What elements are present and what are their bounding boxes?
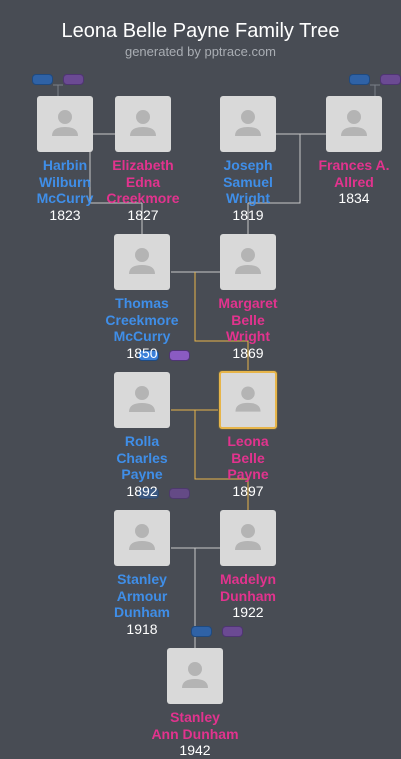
person-name-line: Frances A. [318, 157, 390, 173]
toggle-expand-left-maternal[interactable] [63, 74, 84, 85]
page-title: Leona Belle Payne Family Tree [61, 20, 340, 42]
avatar[interactable] [114, 234, 170, 290]
toggle-expand-stanley-ann-maternal[interactable] [222, 626, 243, 637]
birth-year: 1850 [126, 344, 158, 361]
avatar[interactable] [114, 510, 170, 566]
person-silhouette-icon [129, 386, 155, 412]
birth-year: 1869 [232, 344, 264, 361]
toggle-expand-stanley-ann-paternal[interactable] [191, 626, 212, 637]
person-name-line: Madelyn [219, 571, 276, 587]
avatar[interactable] [37, 96, 93, 152]
birth-year: 1827 [127, 206, 159, 223]
person-name-line: Creekmore [105, 311, 179, 328]
person-name-line: Edna [125, 173, 161, 190]
person-name-line: Harbin [42, 157, 88, 173]
toggle-expand-right-paternal[interactable] [349, 74, 370, 85]
person-silhouette-icon [182, 662, 208, 688]
person-name-line: Dunham [114, 604, 170, 620]
avatar[interactable] [114, 372, 170, 428]
person-name-line: Stanley [170, 709, 220, 725]
link-couple-d-to-madelyn [194, 410, 249, 512]
person-name-line: Armour [116, 587, 168, 604]
birth-year: 1942 [179, 742, 211, 758]
avatar[interactable] [220, 234, 276, 290]
toggle-stub-left [53, 84, 63, 96]
person-name-line: McCurry [36, 190, 94, 206]
avatar[interactable] [219, 371, 277, 429]
person-name-line: Charles [116, 449, 168, 466]
person-silhouette-icon [235, 524, 261, 550]
person-name-line: Samuel [223, 173, 273, 190]
birth-year: 1897 [232, 482, 264, 499]
person-silhouette-icon [235, 248, 261, 274]
link-harbin-drop [89, 134, 142, 204]
avatar[interactable] [115, 96, 171, 152]
person-silhouette-icon [130, 110, 156, 136]
person-name-line: Belle [231, 449, 265, 466]
person-name-line: Payne [227, 466, 269, 482]
toggle-expand-right-maternal[interactable] [380, 74, 401, 85]
link-frances-drop [248, 134, 301, 204]
person-silhouette-icon [235, 386, 261, 412]
person-name-line: Margaret [218, 295, 278, 311]
person-name-line: McCurry [113, 328, 171, 344]
birth-year: 1823 [49, 206, 81, 223]
person-name-line: Thomas [115, 295, 169, 311]
avatar[interactable] [326, 96, 382, 152]
person-silhouette-icon [129, 248, 155, 274]
person-name-line: Joseph [223, 157, 273, 173]
person-name-line: Allred [334, 173, 374, 190]
person-name-line: Dunham [220, 587, 276, 604]
person-name-line: Ann Dunham [151, 725, 239, 742]
avatar[interactable] [167, 648, 223, 704]
toggle-expand-thomas-maternal[interactable] [169, 350, 190, 361]
person-name-line: Belle [231, 311, 265, 328]
toggle-expand-left-paternal[interactable] [32, 74, 53, 85]
person-silhouette-icon [235, 110, 261, 136]
person-name-line: Elizabeth [112, 157, 174, 173]
avatar[interactable] [220, 510, 276, 566]
avatar[interactable] [220, 96, 276, 152]
person-name-line: Wright [225, 190, 271, 206]
toggle-expand-thomas-paternal[interactable] [138, 350, 159, 361]
person-name-line: Wilburn [39, 173, 91, 190]
birth-year: 1922 [232, 604, 264, 620]
person-silhouette-icon [341, 110, 367, 136]
page-subtitle: generated by pptrace.com [124, 44, 277, 59]
birth-year: 1834 [338, 190, 370, 206]
person-silhouette-icon [129, 524, 155, 550]
person-silhouette-icon [52, 110, 78, 136]
person-name-line: Creekmore [106, 190, 180, 206]
person-name-line: Rolla [124, 433, 160, 449]
toggle-expand-rolla-maternal[interactable] [169, 488, 190, 499]
person-name-line: Leona [227, 433, 269, 449]
toggle-expand-rolla-paternal[interactable] [138, 488, 159, 499]
person-name-line: Payne [121, 466, 163, 482]
toggle-stub-right [370, 84, 380, 96]
birth-year: 1918 [126, 620, 158, 637]
birth-year: 1819 [232, 206, 264, 223]
person-name-line: Wright [225, 328, 271, 344]
link-couple-c-to-leona [194, 272, 249, 373]
person-name-line: Stanley [117, 571, 167, 587]
birth-year: 1892 [126, 482, 158, 499]
